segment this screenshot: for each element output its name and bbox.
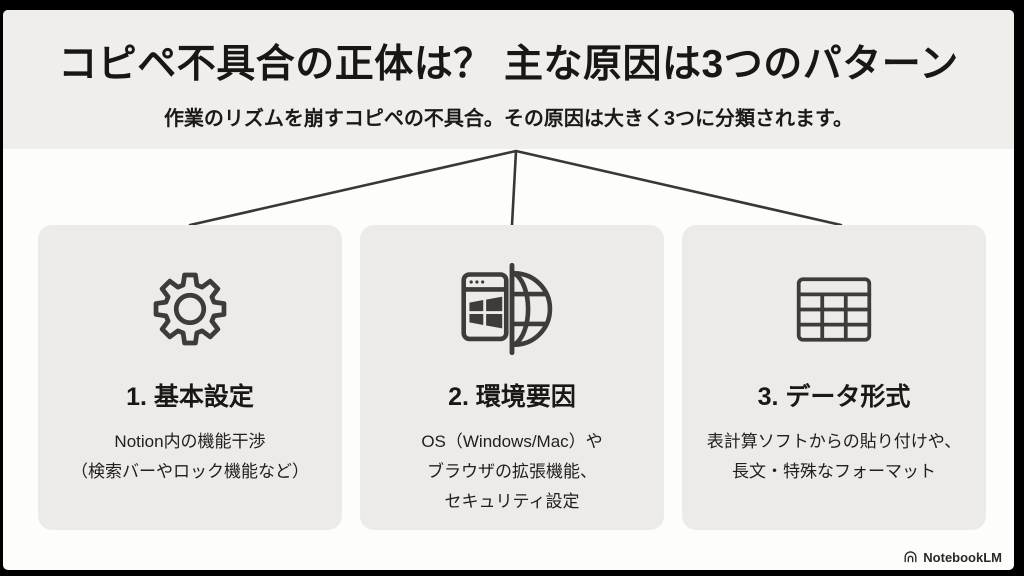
card-title: 2. 環境要因: [448, 383, 576, 411]
card-body-line: 表計算ソフトからの貼り付けや、: [706, 432, 962, 451]
card-body-line: セキュリティ設定: [444, 491, 580, 511]
notebooklm-logo-icon: [904, 551, 917, 563]
card-data-format: 3. データ形式 表計算ソフトからの貼り付けや、 長文・特殊なフォーマット: [682, 225, 986, 530]
card-basic-settings: 1. 基本設定 Notion内の機能干渉 （検索バーやロック機能など）: [38, 225, 342, 530]
card-body-line: 長文・特殊なフォーマット: [732, 461, 936, 481]
gear-icon: [38, 253, 342, 365]
header-band: コピペ不具合の正体は？ 主な原因は3つのパターン 作業のリズムを崩すコピペの不具…: [3, 10, 1014, 149]
card-title: 1. 基本設定: [126, 383, 254, 411]
slide-canvas: コピペ不具合の正体は？ 主な原因は3つのパターン 作業のリズムを崩すコピペの不具…: [3, 10, 1014, 570]
card-body: Notion内の機能干渉 （検索バーやロック機能など）: [38, 427, 342, 487]
card-body: OS（Windows/Mac）や ブラウザの拡張機能、 セキュリティ設定: [360, 427, 664, 516]
card-body-line: OS（Windows/Mac）や: [421, 432, 603, 451]
card-body-line: ブラウザの拡張機能、: [427, 461, 597, 481]
notebooklm-watermark: NotebookLM: [903, 550, 1002, 565]
card-title: 3. データ形式: [757, 383, 911, 411]
card-body-line: Notion内の機能干渉: [114, 432, 266, 451]
branch-connector-lines: [188, 149, 843, 227]
page-title: コピペ不具合の正体は？ 主な原因は3つのパターン: [58, 43, 959, 86]
brand-label: NotebookLM: [923, 550, 1002, 565]
browser-globe-icon: [360, 253, 664, 365]
card-body-line: （検索バーやロック機能など）: [71, 461, 309, 481]
card-environment-factors: 2. 環境要因 OS（Windows/Mac）や ブラウザの拡張機能、 セキュリ…: [360, 225, 664, 530]
page-subtitle: 作業のリズムを崩すコピペの不具合。その原因は大きく3つに分類されます。: [163, 108, 854, 130]
card-body: 表計算ソフトからの貼り付けや、 長文・特殊なフォーマット: [682, 427, 986, 487]
cause-cards: 1. 基本設定 Notion内の機能干渉 （検索バーやロック機能など）: [38, 225, 986, 530]
table-icon: [682, 253, 986, 365]
